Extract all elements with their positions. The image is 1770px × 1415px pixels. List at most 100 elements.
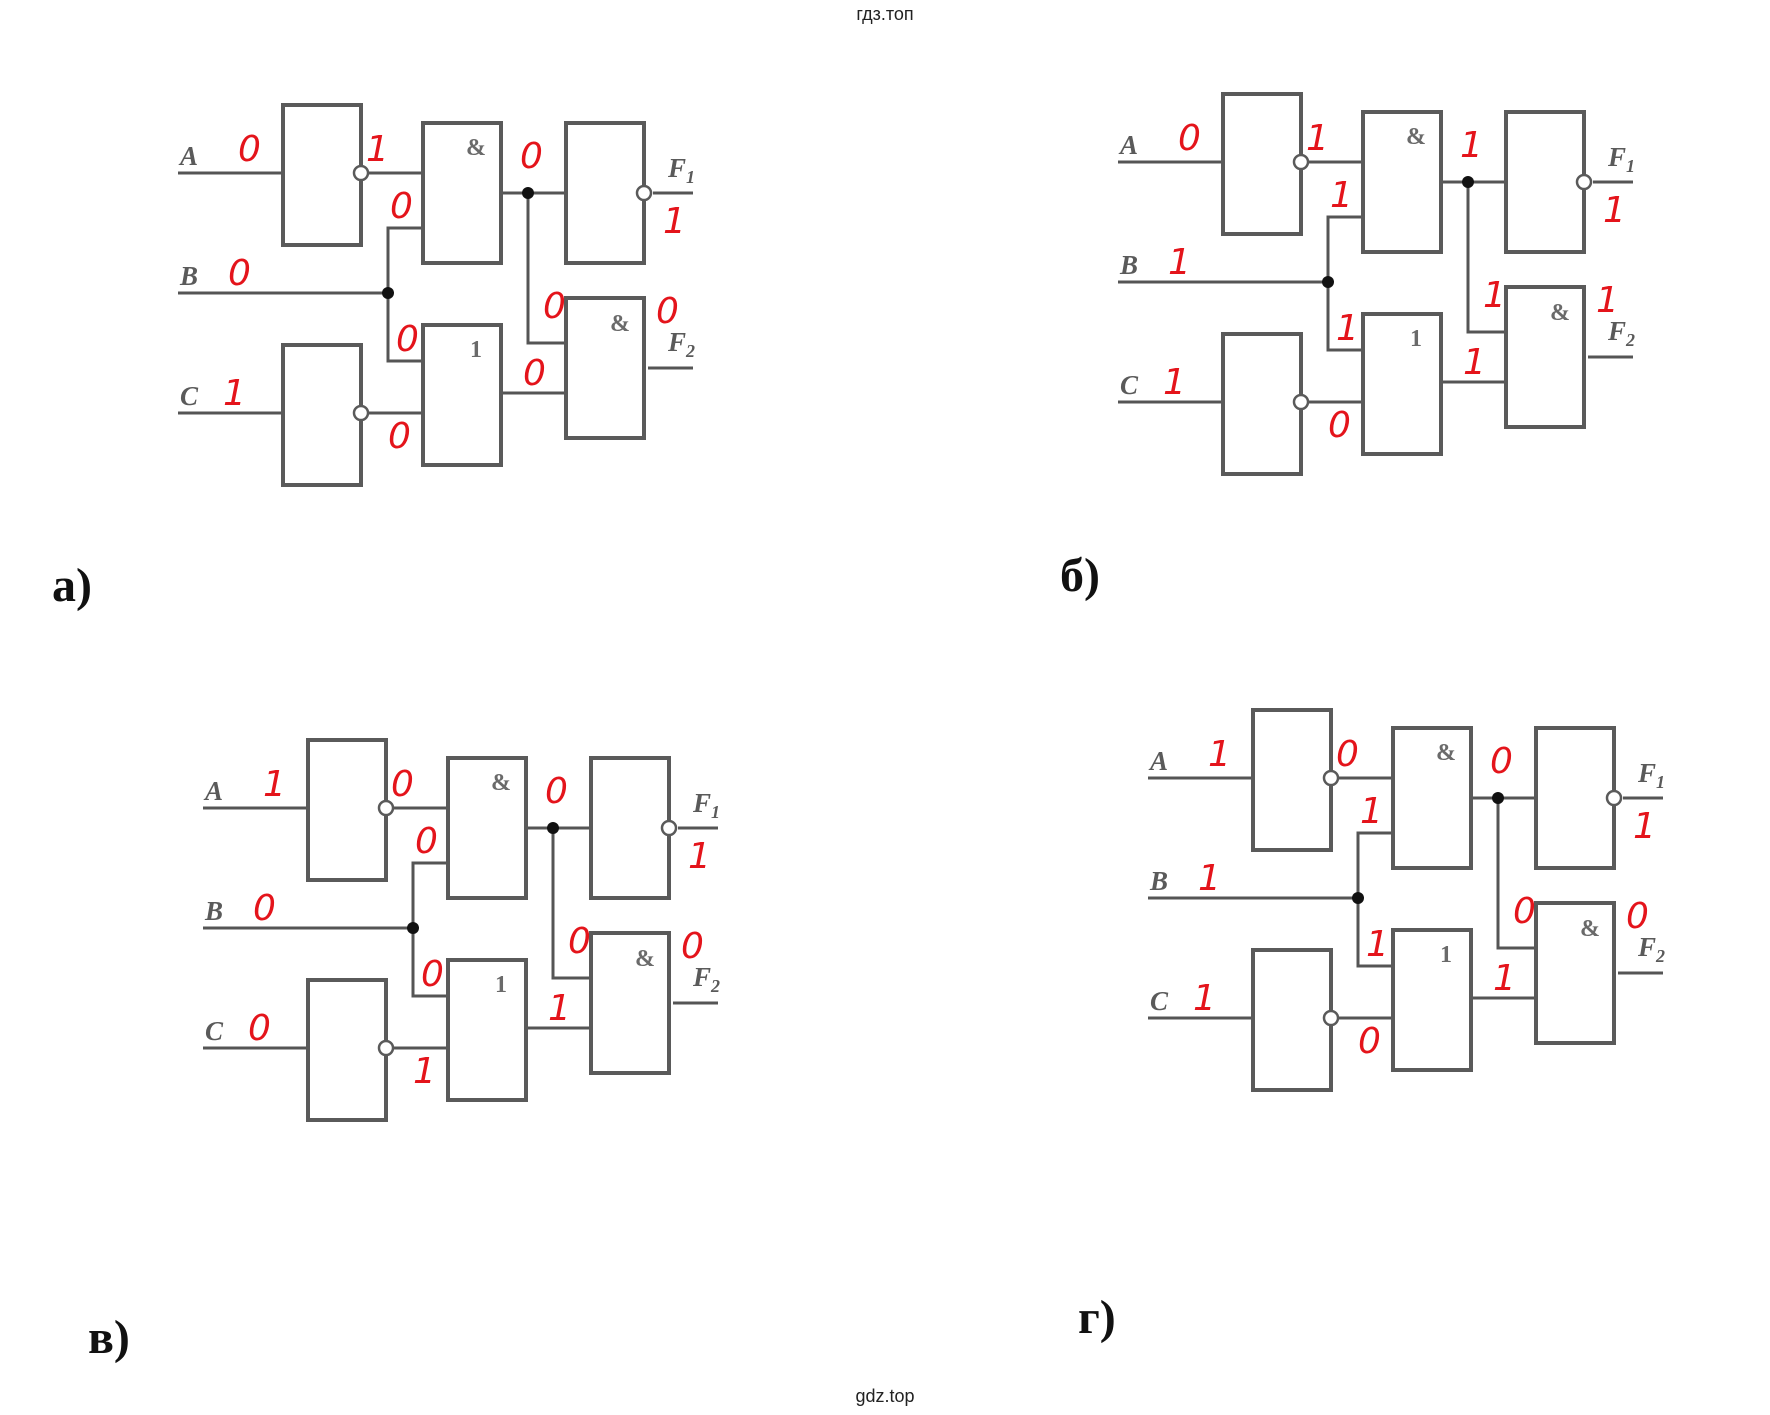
inverter-bubble-a: [377, 799, 395, 817]
and-symbol-2: &: [635, 946, 655, 972]
and-symbol-2: &: [610, 311, 630, 337]
circuit-v: & 1 & A B C F1 F2 1 0 0 0 0 0 1 0 0 1 1 …: [203, 738, 720, 1122]
inverter-bubble-c: [1292, 393, 1310, 411]
junction-b: [407, 922, 419, 934]
value-or-out: 1: [548, 988, 571, 1029]
and-symbol-1: &: [1436, 740, 1456, 766]
not-gate-c: [306, 978, 388, 1122]
output-f2-label: F2: [667, 327, 695, 361]
panel-label-a: а): [52, 559, 92, 612]
output-f1-label: F1: [667, 153, 695, 187]
inverter-bubble-a: [1322, 769, 1340, 787]
not-gate-a: [281, 103, 363, 247]
value-or-out: 1: [1463, 342, 1486, 383]
or-gate: [421, 323, 503, 467]
value-c: 1: [223, 373, 246, 414]
value-f1: 1: [688, 836, 711, 877]
inverter-bubble-c: [377, 1039, 395, 1057]
value-f1: 1: [1603, 190, 1626, 231]
value-f2: 0: [1626, 896, 1649, 937]
and-symbol-1: &: [466, 135, 486, 161]
or-gate: [1391, 928, 1473, 1072]
not-gate-a: [1251, 708, 1333, 852]
not-gate-f1: [1534, 726, 1616, 870]
input-c-label: C: [205, 1016, 224, 1046]
input-c-label: C: [1120, 370, 1139, 400]
inverter-bubble-f1: [660, 819, 678, 837]
panel-label-g: г): [1078, 1291, 1116, 1344]
and-gate-2: [564, 296, 646, 440]
input-a-label: A: [178, 141, 198, 171]
not-gate-f1: [1504, 110, 1586, 254]
output-f1-label: F1: [1607, 142, 1635, 176]
value-not-a: 0: [1336, 734, 1359, 775]
output-f1-label: F1: [1637, 758, 1665, 792]
and-gate-2: [1504, 285, 1586, 429]
junction-b: [1352, 892, 1364, 904]
input-a-label: A: [1118, 130, 1138, 160]
or-symbol: 1: [470, 337, 482, 363]
value-not-c: 0: [388, 416, 411, 457]
value-not-c: 0: [1358, 1021, 1381, 1062]
not-gate-c: [1221, 332, 1303, 476]
value-a: 0: [1178, 118, 1201, 159]
value-a: 0: [238, 129, 261, 170]
and-symbol-1: &: [1406, 124, 1426, 150]
inverter-bubble-c: [1322, 1009, 1340, 1027]
value-b-to-or: 0: [396, 319, 419, 360]
value-c: 0: [248, 1008, 271, 1049]
value-and1-out: 1: [1460, 125, 1483, 166]
inverter-bubble-f1: [1575, 173, 1593, 191]
input-a-label: A: [1148, 746, 1168, 776]
value-a: 1: [263, 764, 286, 805]
or-gate: [1361, 312, 1443, 456]
value-and1-to-and2: 0: [568, 921, 591, 962]
value-not-c: 1: [413, 1051, 436, 1092]
value-b-to-and: 0: [390, 186, 413, 227]
and-gate-2: [589, 931, 671, 1075]
junction-and: [547, 822, 559, 834]
value-b: 0: [228, 253, 251, 294]
value-b: 0: [253, 888, 276, 929]
value-b-to-or: 0: [421, 954, 444, 995]
value-b-to-or: 1: [1336, 308, 1359, 349]
inverter-bubble-a: [352, 164, 370, 182]
circuit-a: & 1 & A B C F1 F2 0 0 1 1 0 0 0 0 0 0 1 …: [178, 103, 695, 487]
circuit-g: & 1 & A B C F1 F2 1 1 1 0 1 1 0 0 0 1 1 …: [1148, 708, 1665, 1092]
circuit-b: & 1 & A B C F1 F2 0 1 1 1 1 1 0 1 1 1 1 …: [1118, 92, 1635, 476]
value-not-a: 1: [1306, 118, 1329, 159]
junction-and: [1492, 792, 1504, 804]
inverter-bubble-f1: [635, 184, 653, 202]
inverter-bubble-c: [352, 404, 370, 422]
value-not-c: 0: [1328, 405, 1351, 446]
or-symbol: 1: [495, 972, 507, 998]
junction-b: [382, 287, 394, 299]
value-and1-to-and2: 0: [1513, 891, 1536, 932]
value-and1-to-and2: 1: [1483, 275, 1506, 316]
value-f1: 1: [663, 201, 686, 242]
value-f1: 1: [1633, 806, 1656, 847]
input-a-label: A: [203, 776, 223, 806]
input-b-label: B: [179, 261, 198, 291]
watermark-bottom: gdz.top: [855, 1386, 915, 1406]
and-gate-2: [1534, 901, 1616, 1045]
junction-and: [522, 187, 534, 199]
output-f2-label: F2: [692, 962, 720, 996]
panel-label-v: в): [88, 1311, 130, 1364]
panel-label-b: б): [1060, 549, 1100, 602]
not-gate-a: [306, 738, 388, 882]
value-and1-to-and2: 0: [543, 286, 566, 327]
value-f2: 0: [656, 291, 679, 332]
and-symbol-1: &: [491, 770, 511, 796]
value-b: 1: [1168, 242, 1191, 283]
input-c-label: C: [180, 381, 199, 411]
value-c: 1: [1193, 978, 1216, 1019]
not-gate-a: [1221, 92, 1303, 236]
inverter-bubble-a: [1292, 153, 1310, 171]
value-and1-out: 0: [545, 771, 568, 812]
not-gate-c: [281, 343, 363, 487]
value-f2: 1: [1596, 280, 1619, 321]
and-gate-1: [421, 121, 503, 265]
input-b-label: B: [1119, 250, 1138, 280]
junction-and: [1462, 176, 1474, 188]
